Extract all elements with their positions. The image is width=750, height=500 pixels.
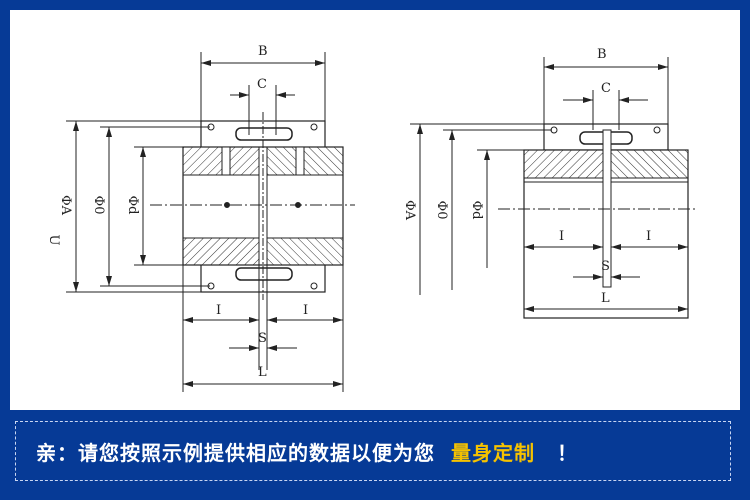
label-L: L — [258, 365, 267, 380]
left-view: B C ΦA Φ0 Φd U I I S L — [46, 44, 355, 392]
label-I-left: I — [216, 303, 221, 318]
label-C: C — [601, 81, 611, 96]
label-B: B — [597, 47, 607, 62]
label-I-left: I — [559, 229, 564, 244]
banner-text: 亲：请您按照示例提供相应的数据以便为您 — [36, 440, 435, 465]
label-C: C — [257, 77, 267, 92]
right-view: B C ΦA Φ0 Φd I I S L — [402, 47, 698, 319]
custom-order-banner: 亲：请您按照示例提供相应的数据以便为您 量身定制 ！ — [15, 421, 731, 481]
label-S: S — [601, 259, 610, 274]
coupling-drawing: B C ΦA Φ0 Φd U I I S L — [46, 44, 698, 392]
label-S: S — [258, 331, 267, 346]
drawing-area: B C ΦA Φ0 Φd U I I S L — [10, 10, 740, 410]
label-phi0: Φ0 — [434, 201, 449, 220]
label-L: L — [601, 291, 610, 306]
label-I-right: I — [646, 229, 651, 244]
banner-exclamation: ！ — [557, 440, 578, 465]
banner-highlight: 量身定制 — [451, 440, 535, 465]
label-phid: Φd — [469, 201, 484, 220]
label-phiA: ΦA — [58, 195, 73, 216]
label-phid: Φd — [125, 196, 140, 215]
label-B: B — [258, 44, 268, 59]
label-I-right: I — [303, 303, 308, 318]
label-phiA: ΦA — [402, 200, 417, 221]
label-U: U — [46, 235, 61, 246]
label-phi0: Φ0 — [91, 196, 106, 215]
